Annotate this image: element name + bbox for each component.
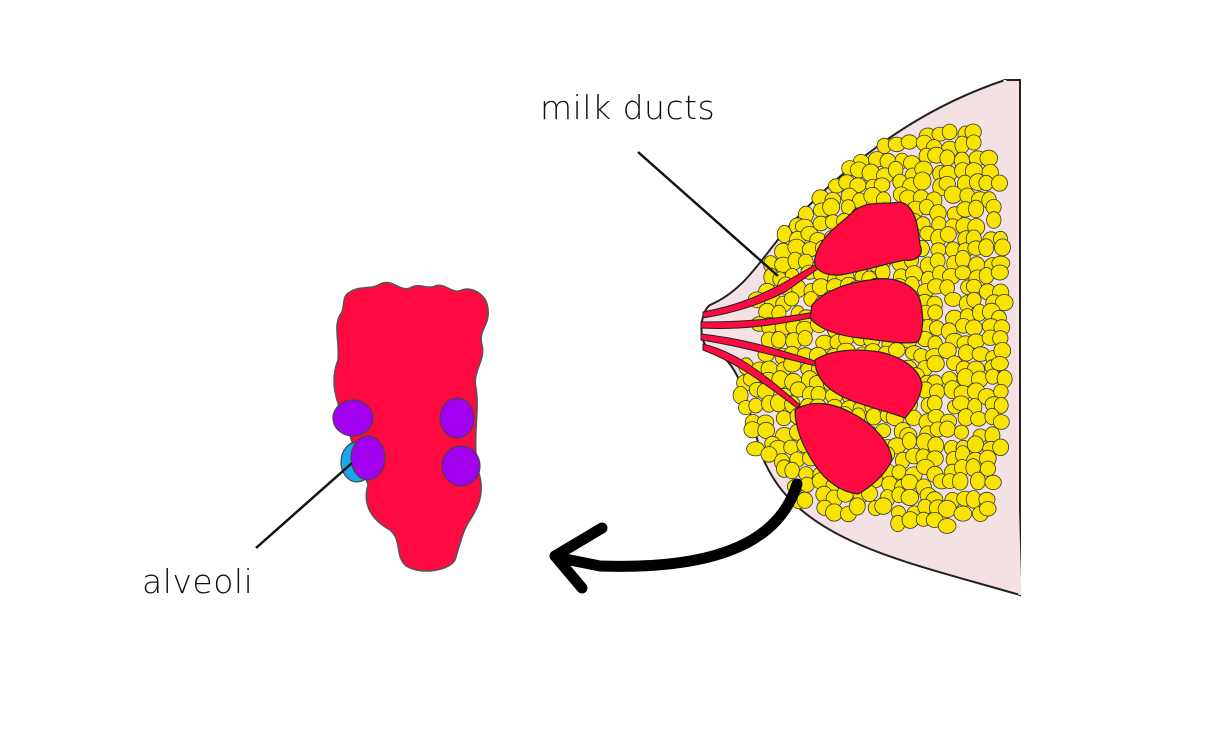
- fat-cell: [784, 461, 800, 480]
- fat-cell: [966, 435, 984, 454]
- fat-cell: [927, 304, 943, 321]
- fat-cell: [992, 438, 1009, 457]
- fat-cell: [937, 518, 957, 534]
- fat-cell: [848, 497, 866, 516]
- milk-duct-channels: [700, 261, 823, 409]
- fat-cell: [993, 341, 1012, 360]
- fat-cell: [979, 460, 996, 477]
- fat-cell: [954, 265, 972, 281]
- fat-cell: [970, 411, 987, 427]
- lobe: [809, 278, 924, 344]
- fat-cell: [978, 238, 995, 258]
- fat-cell: [900, 473, 919, 491]
- milk-duct-lobes: [794, 201, 924, 495]
- fat-cell: [939, 420, 956, 438]
- fat-cell: [926, 354, 945, 373]
- milk-ducts-pointer-line: [637, 151, 779, 277]
- alveoli-sacs: [332, 397, 481, 487]
- fat-cell: [939, 149, 956, 167]
- fat-cell: [822, 198, 840, 217]
- alveolus-purple: [350, 435, 386, 481]
- curved-arrow-icon: [549, 478, 803, 594]
- fat-cell: [986, 211, 1002, 229]
- fat-cell: [993, 397, 1009, 414]
- fat-cell: [900, 488, 920, 506]
- alveolus-purple: [441, 445, 481, 487]
- milk-ducts-label: milk ducts: [540, 88, 716, 127]
- fat-cell: [926, 394, 943, 412]
- fat-cell: [865, 408, 883, 426]
- fat-cell: [796, 491, 814, 509]
- fat-cell: [797, 330, 813, 347]
- fat-cell: [771, 331, 787, 349]
- fat-cell: [991, 174, 1008, 192]
- lobe: [814, 349, 923, 419]
- fat-cell: [757, 421, 775, 439]
- fat-cell: [748, 397, 764, 414]
- fat-cell: [965, 134, 982, 151]
- fat-cell: [943, 185, 963, 204]
- lobe: [794, 402, 893, 495]
- fat-cell: [944, 291, 962, 307]
- fat-cell: [941, 123, 958, 141]
- fat-cell: [994, 238, 1011, 257]
- fat-cell: [952, 472, 969, 491]
- fat-cell: [979, 501, 997, 517]
- fat-cell: [992, 414, 1010, 430]
- fat-cell: [938, 342, 957, 359]
- fat-cell: [913, 171, 932, 191]
- fat-cell: [990, 264, 1009, 281]
- fat-cell: [783, 291, 800, 307]
- fat-cell: [900, 134, 918, 150]
- fat-cell: [874, 497, 893, 515]
- fat-cell: [984, 474, 1002, 490]
- fat-cell: [970, 471, 986, 491]
- alveolus-purple: [439, 397, 475, 439]
- alveolus-purple: [332, 399, 374, 437]
- fat-cell: [760, 446, 778, 463]
- fat-cell: [979, 149, 999, 167]
- fat-cell: [990, 356, 1009, 372]
- fat-cell: [953, 424, 969, 440]
- fat-cell: [775, 410, 792, 427]
- fat-cell: [968, 199, 985, 219]
- fat-cell: [965, 319, 983, 337]
- alveoli-label: alveoli: [142, 562, 254, 601]
- fat-cell: [939, 226, 957, 243]
- alveoli-pointer-line: [255, 462, 353, 549]
- fat-cell: [994, 294, 1014, 312]
- fat-cell: [902, 432, 917, 450]
- fat-cell: [954, 250, 971, 269]
- fat-cell: [952, 395, 970, 411]
- lobe: [814, 201, 922, 276]
- fat-cell: [953, 505, 973, 522]
